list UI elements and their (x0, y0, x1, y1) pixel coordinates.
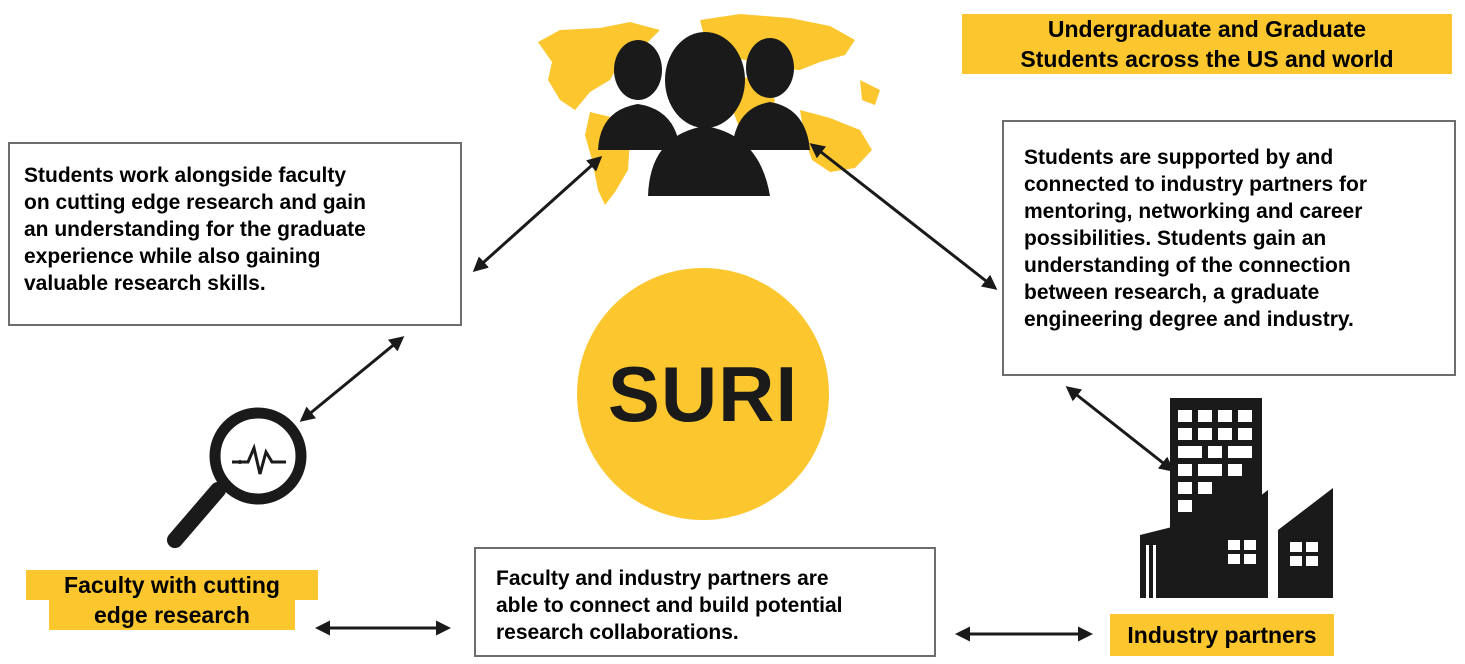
arrow-right-box-building (1065, 386, 1175, 472)
connector-arrows (299, 143, 1175, 642)
box-line: on cutting edge research and gain (24, 191, 366, 214)
arrow-left-box-magnifier (299, 336, 405, 422)
students-faculty-box: Students work alongside faculty on cutti… (8, 142, 462, 326)
people-group-icon (598, 32, 810, 196)
students-industry-box: Students are supported by and connected … (1002, 120, 1456, 376)
faculty-tag: Faculty with cutting edge research (26, 570, 318, 630)
students-tag: Undergraduate and Graduate Students acro… (962, 14, 1452, 74)
students-tag-line1: Undergraduate and Graduate (1039, 14, 1375, 44)
suri-circle: SURI (577, 268, 829, 520)
box-line: valuable research skills. (24, 272, 266, 295)
arrow-people-left-box (472, 155, 603, 273)
faculty-industry-box: Faculty and industry partners are able t… (474, 547, 936, 657)
box-line: experience while also gaining (24, 245, 321, 268)
box-line: research collaborations. (496, 621, 739, 644)
box-line: understanding of the connection (1024, 254, 1351, 277)
faculty-tag-line1: Faculty with cutting (26, 570, 318, 600)
industry-tag: Industry partners (1110, 614, 1334, 656)
box-line: an understanding for the graduate (24, 218, 366, 241)
building-icon (1140, 398, 1333, 598)
box-line: Students work alongside faculty (24, 164, 347, 187)
box-line: engineering degree and industry. (1024, 308, 1354, 331)
box-line: able to connect and build potential (496, 594, 843, 617)
magnifier-research-icon (167, 407, 307, 548)
industry-tag-label: Industry partners (1127, 622, 1317, 648)
suri-label: SURI (607, 349, 799, 438)
arrow-people-right-box (809, 143, 998, 290)
box-line: connected to industry partners for (1024, 173, 1368, 196)
box-line: possibilities. Students gain an (1024, 227, 1327, 250)
students-tag-line2: Students across the US and world (1020, 46, 1394, 72)
box-line: Faculty and industry partners are (496, 567, 829, 590)
box-line: mentoring, networking and career (1024, 200, 1363, 223)
box-line: Students are supported by and (1024, 146, 1334, 169)
faculty-tag-line2: edge research (49, 600, 295, 630)
box-line: between research, a graduate (1024, 281, 1320, 304)
